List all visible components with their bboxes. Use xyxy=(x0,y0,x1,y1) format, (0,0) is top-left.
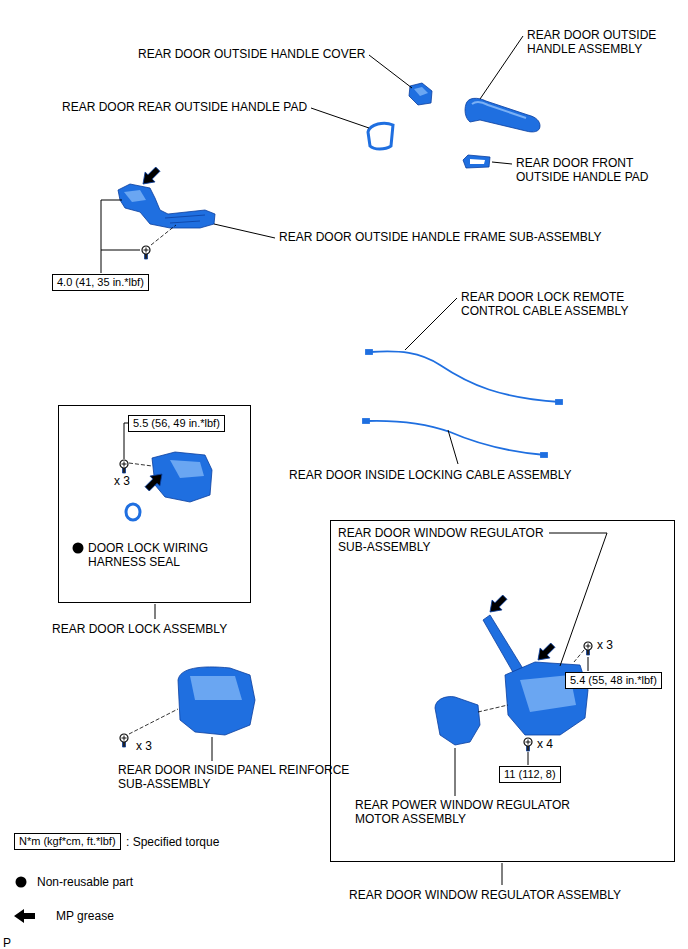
door-lock xyxy=(120,460,128,473)
front-handle-pad xyxy=(463,155,490,168)
part-name: REAR POWER WINDOW REGULATOR MOTOR ASSEMB… xyxy=(355,798,583,826)
leader-line xyxy=(480,36,523,99)
torque-spec-box: 5.5 (56, 49 in.*lbf) xyxy=(128,415,225,432)
legend-symbols xyxy=(14,877,35,924)
door-lock xyxy=(73,452,213,554)
door-lock xyxy=(129,463,152,466)
quantity: x 3 xyxy=(597,638,613,652)
panel-reinforce xyxy=(178,667,255,735)
door-lock xyxy=(126,504,140,520)
door-lock xyxy=(73,543,84,554)
part-name: REAR DOOR OUTSIDE HANDLE ASSEMBLY xyxy=(527,28,672,56)
part-name: REAR DOOR INSIDE PANEL REINFORCE SUB-ASS… xyxy=(118,763,366,791)
cables xyxy=(366,350,372,354)
panel-reinforce xyxy=(190,676,242,700)
part-name: REAR DOOR OUTSIDE HANDLE FRAME SUB-ASSEM… xyxy=(279,230,602,244)
leader-line xyxy=(405,298,457,350)
torque-spec-box: N*m (kgf*cm, ft.*lbf) xyxy=(14,833,121,850)
legend-text: : Specified torque xyxy=(126,835,219,849)
assembly-name: REAR DOOR LOCK ASSEMBLY xyxy=(52,622,227,636)
part-name: REAR DOOR WINDOW REGULATOR SUB-ASSEMBLY xyxy=(338,526,553,554)
panel-reinforce xyxy=(129,709,178,734)
assembly-group-box: REAR DOOR LOCK ASSEMBLY5.5 (56, 49 in.*l… xyxy=(58,405,251,603)
quantity: x 4 xyxy=(537,737,553,751)
front-handle-pad xyxy=(463,155,490,168)
leader-line xyxy=(588,657,589,671)
part-name: REAR DOOR OUTSIDE HANDLE COVER xyxy=(138,47,365,61)
handle-frame xyxy=(138,164,163,189)
window-regulator xyxy=(435,697,480,745)
cables xyxy=(363,350,562,457)
assembly-name: REAR DOOR WINDOW REGULATOR ASSEMBLY xyxy=(349,888,621,902)
outside-handle xyxy=(465,98,540,132)
legend-symbols xyxy=(16,877,27,888)
door-lock xyxy=(142,469,167,494)
torque-spec-box: 11 (112, 8) xyxy=(499,766,561,783)
part-name: REAR DOOR FRONT OUTSIDE HANDLE PAD xyxy=(516,156,661,184)
front-handle-pad xyxy=(470,159,485,164)
part-name: REAR DOOR REAR OUTSIDE HANDLE PAD xyxy=(62,100,307,114)
legend-text: Non-reusable part xyxy=(37,875,133,889)
outside-handle xyxy=(472,102,526,118)
window-regulator xyxy=(485,592,510,617)
leader-line xyxy=(311,108,369,128)
handle-cover xyxy=(414,87,428,96)
legend-symbols xyxy=(14,909,35,923)
torque-value: 11 (112, 8) xyxy=(504,767,556,782)
rear-handle-pad xyxy=(368,123,393,149)
handle-cover xyxy=(409,83,432,105)
leader-line xyxy=(528,752,529,765)
cables xyxy=(363,419,369,423)
page-code: P xyxy=(3,936,11,949)
window-regulator xyxy=(524,738,532,751)
cables xyxy=(541,453,547,457)
window-regulator xyxy=(574,650,584,662)
leader-line xyxy=(101,200,122,273)
handle-frame xyxy=(151,225,176,245)
part-name: REAR DOOR LOCK REMOTE CONTROL CABLE ASSE… xyxy=(461,290,643,318)
panel-reinforce xyxy=(120,734,128,747)
leader-line xyxy=(492,162,512,164)
handle-frame xyxy=(118,184,215,228)
door-lock xyxy=(170,460,204,478)
leader-line xyxy=(212,737,213,761)
torque-spec-box: 4.0 (41, 35 in.*lbf) xyxy=(52,274,149,291)
torque-value: 4.0 (41, 35 in.*lbf) xyxy=(57,275,144,290)
part-name: DOOR LOCK WIRING HARNESS SEAL xyxy=(88,541,223,569)
legend-text: MP grease xyxy=(56,909,114,923)
quantity: x 3 xyxy=(136,739,152,753)
cables xyxy=(370,351,560,402)
leader-line xyxy=(502,863,503,885)
window-regulator xyxy=(584,642,592,655)
cables xyxy=(556,400,562,404)
handle-frame xyxy=(118,164,215,259)
window-regulator xyxy=(478,705,508,712)
handle-cover xyxy=(409,83,432,105)
torque-value: 5.5 (56, 49 in.*lbf) xyxy=(133,416,220,431)
quantity: x 3 xyxy=(114,474,130,488)
rear-handle-pad xyxy=(368,123,393,149)
leader-line xyxy=(155,604,156,619)
handle-frame xyxy=(124,190,146,202)
torque-value: 5.4 (55, 48 in.*lbf) xyxy=(570,673,657,688)
handle-frame xyxy=(142,246,150,259)
leader-line xyxy=(455,748,456,796)
leader-line xyxy=(214,224,275,238)
window-regulator xyxy=(533,640,558,665)
leader-line xyxy=(448,430,458,464)
torque-spec-box: 5.4 (55, 48 in.*lbf) xyxy=(565,672,662,689)
leader-line xyxy=(369,55,412,88)
panel-reinforce xyxy=(120,667,255,747)
leader-line xyxy=(101,250,140,251)
torque-value: N*m (kgf*cm, ft.*lbf) xyxy=(19,834,116,849)
outside-handle xyxy=(465,98,540,132)
cables xyxy=(367,421,545,455)
part-name: REAR DOOR INSIDE LOCKING CABLE ASSEMBLY xyxy=(289,468,572,482)
handle-frame xyxy=(165,215,205,223)
